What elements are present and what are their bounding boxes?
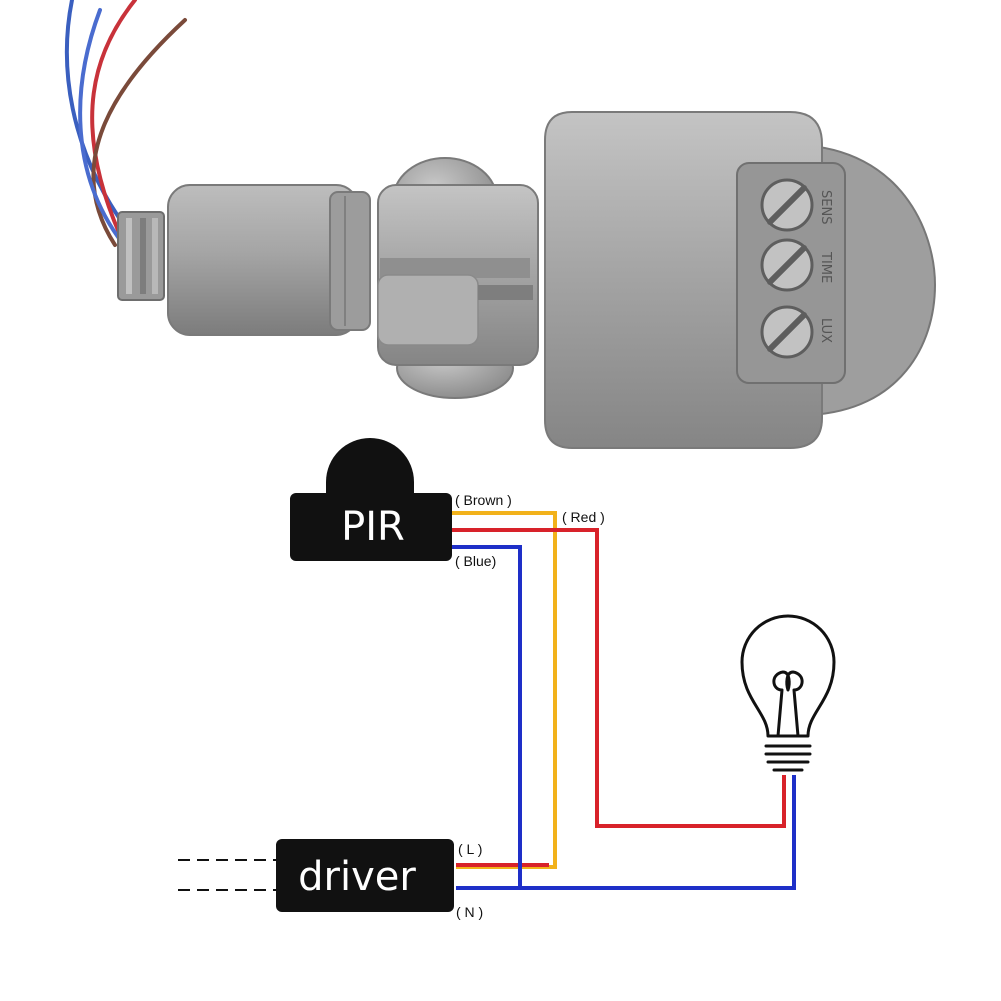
sens-label: SENS [818,190,833,224]
swivel-joint [377,157,539,399]
blue-wire-label: ( Blue) [455,553,496,569]
lead-wire-blue [64,0,137,242]
light-bulb-icon [740,614,836,772]
sens-dial[interactable] [760,178,814,232]
time-dial[interactable] [760,238,814,292]
wires [452,511,796,890]
lux-label: LUX [818,318,833,343]
red-wire [452,528,786,828]
wiring-diagram: PIR driver ( Brown ) ( Red ) ( Blue) ( L… [178,438,836,920]
lux-dial[interactable] [760,305,814,359]
mains-input-lines [178,859,276,891]
pir-box: PIR [290,438,452,561]
driver-label: driver [298,854,416,900]
mount-cylinder [167,184,371,336]
lead-wires [64,0,187,252]
lead-wire-red [90,0,137,237]
adjustment-dials: SENS TIME LUX [760,178,833,359]
time-label: TIME [818,251,833,283]
lead-wire-blue-2 [78,8,130,252]
red-wire-label: ( Red ) [562,509,605,525]
threaded-nut [117,211,165,301]
sensor-head [544,111,937,449]
brown-wire-label: ( Brown ) [455,492,512,508]
blue-wire-neutral [456,775,796,890]
pir-sensor-product: SENS TIME LUX [64,0,937,449]
pir-label: PIR [341,504,405,550]
neutral-label: ( N ) [456,904,483,920]
blue-wire [452,545,522,888]
driver-box: driver [276,839,454,912]
live-label: ( L ) [458,841,482,857]
lead-wire-brown [91,18,187,247]
